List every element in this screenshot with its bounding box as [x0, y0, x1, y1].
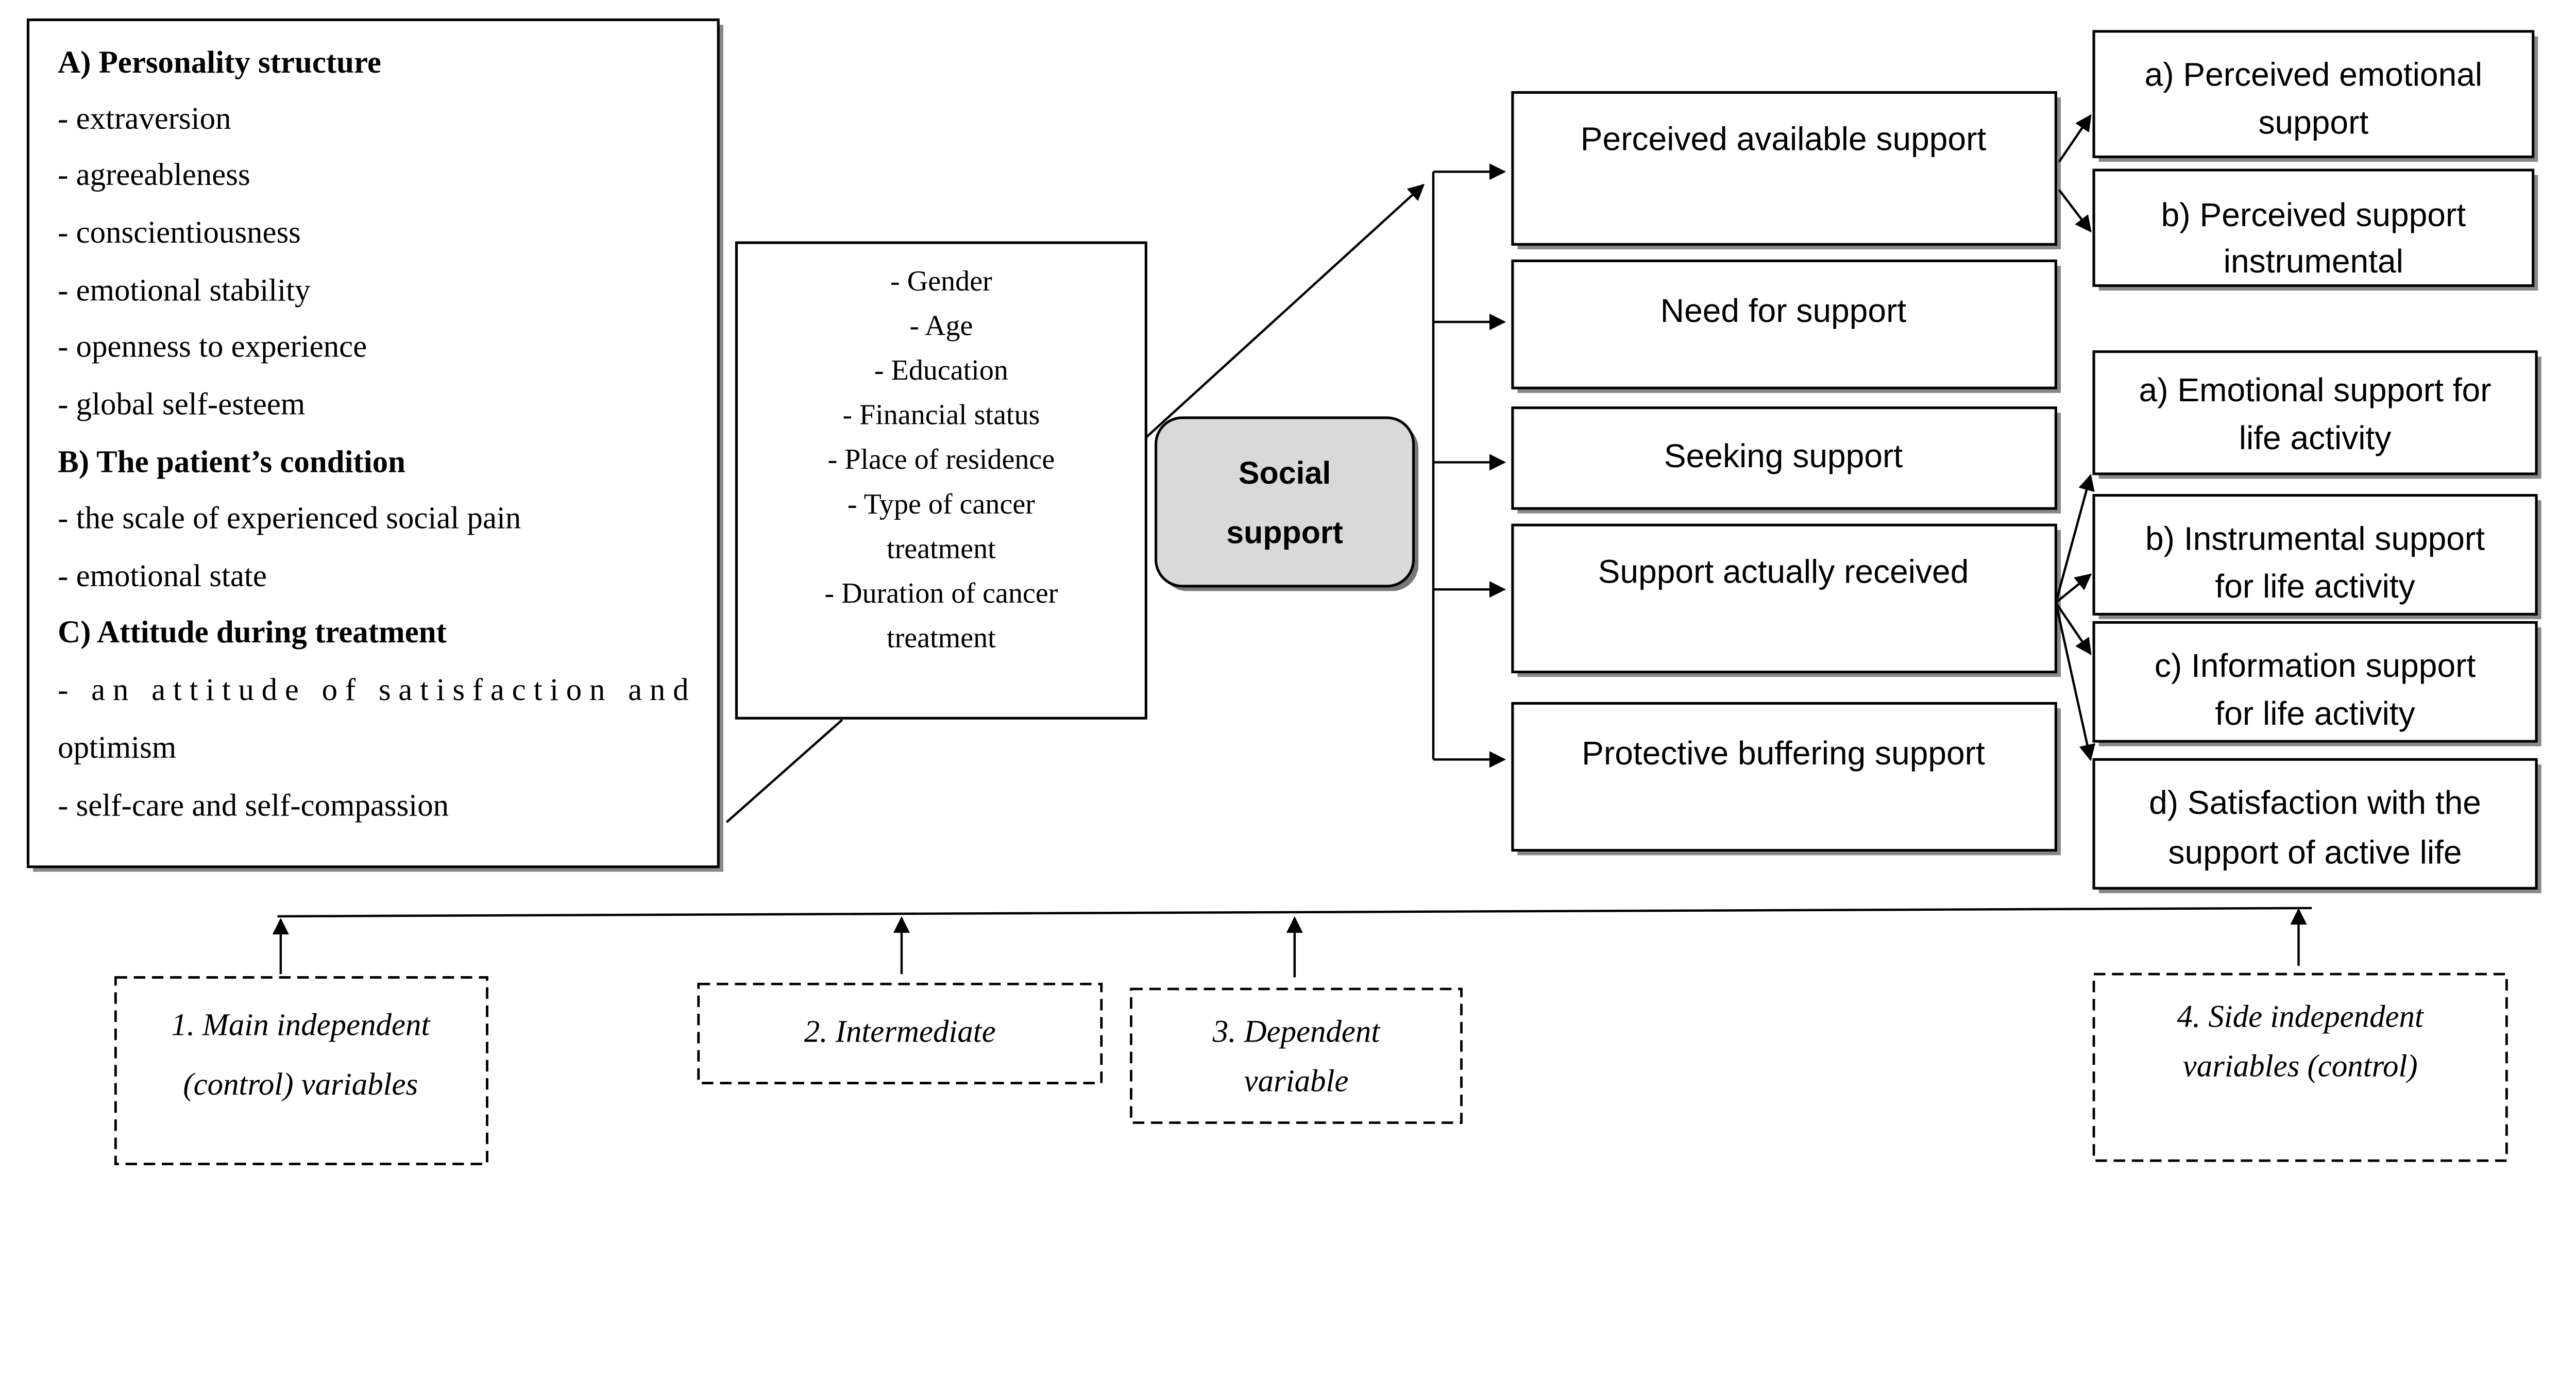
subtype-label: support: [2258, 104, 2368, 141]
sub-arrow: [2055, 602, 2092, 655]
legend-label: 4. Side independent: [2177, 1000, 2425, 1034]
heading-attitude: C) Attitude during treatment: [58, 615, 447, 650]
subtype-label: b) Instrumental support: [2145, 520, 2485, 557]
support-type-label: Seeking support: [1664, 437, 1903, 474]
list-item: treatment: [887, 622, 996, 654]
subtype-label: a) Emotional support for: [2139, 371, 2492, 408]
sub-arrow: [2055, 602, 2096, 761]
heading-condition: B) The patient’s condition: [58, 445, 405, 480]
sub-arrow: [2055, 573, 2092, 604]
list-item: - Type of cancer: [848, 488, 1035, 520]
list-item: - global self-esteem: [58, 387, 305, 421]
heading-personality: A) Personality structure: [58, 45, 381, 80]
main-variables-box: A) Personality structure - extraversion …: [26, 18, 723, 872]
legend-main-independent: 1. Main independent (control) variables: [114, 976, 488, 1166]
legend-arrows: [272, 908, 2307, 978]
subtype-label: b) Perceived support: [2161, 196, 2466, 233]
list-item: - Financial status: [842, 399, 1040, 431]
list-item: - openness to experience: [58, 329, 367, 364]
list-item: - the scale of experienced social pain: [58, 501, 521, 536]
subtype-label: life activity: [2239, 419, 2392, 456]
subtype-label: for life activity: [2215, 568, 2415, 605]
legend-label: variable: [1244, 1064, 1349, 1099]
sub-arrow: [2058, 114, 2092, 163]
list-item: - Duration of cancer: [824, 577, 1058, 609]
social-support-diagram: A) Personality structure - extraversion …: [26, 18, 2541, 1166]
list-item: treatment: [887, 533, 996, 565]
social-support-node: Social support: [1155, 416, 1419, 591]
legend-label: 3. Dependent: [1212, 1014, 1381, 1049]
list-item: - emotional state: [58, 559, 267, 593]
legend-label: 1. Main independent: [171, 1008, 431, 1043]
legend-label: (control) variables: [183, 1067, 418, 1102]
social-support-label: support: [1226, 515, 1343, 550]
subtype-label: d) Satisfaction with the: [2149, 784, 2481, 821]
subtype-label: support of active life: [2168, 833, 2462, 871]
support-type-label: Need for support: [1660, 292, 1907, 329]
connector-line: [725, 719, 843, 823]
branch-arrows: [1433, 163, 1506, 768]
support-type-label: Perceived available support: [1581, 121, 1987, 158]
subtype-label: a) Perceived emotional: [2145, 56, 2483, 93]
support-type-boxes: Perceived available support Need for sup…: [1511, 91, 2061, 856]
subtype-label: for life activity: [2215, 695, 2415, 732]
list-item: optimism: [58, 730, 176, 765]
support-type-label: Support actually received: [1598, 553, 1969, 590]
list-item: - Gender: [890, 265, 992, 297]
connector-arrow: [1145, 183, 1425, 439]
sub-arrow: [2055, 473, 2095, 603]
list-item: - self-care and self-compassion: [58, 788, 449, 823]
sub-arrow: [2058, 189, 2092, 233]
list-item: - conscientiousness: [58, 215, 301, 250]
list-item: - extraversion: [58, 101, 231, 136]
received-subtype-boxes: a) Emotional support for life activity b…: [2092, 350, 2541, 893]
list-item: - Education: [874, 354, 1008, 386]
legend-dependent: 3. Dependent variable: [1130, 987, 1463, 1124]
legend-intermediate: 2. Intermediate: [697, 982, 1103, 1084]
list-item: - emotional stability: [58, 273, 311, 308]
demographics-box: - Gender - Age - Education - Financial s…: [735, 241, 1147, 720]
subtype-label: instrumental: [2224, 243, 2403, 280]
legend-line: [277, 907, 2312, 918]
legend-label: 2. Intermediate: [804, 1014, 996, 1049]
social-support-shape: [1155, 416, 1415, 588]
legend-label: variables (control): [2183, 1049, 2418, 1084]
subtype-label: c) Information support: [2155, 647, 2476, 684]
list-item: - Age: [909, 310, 973, 342]
perceived-subtype-boxes: a) Perceived emotional support b) Percei…: [2092, 30, 2538, 291]
legend-side-independent: 4. Side independent variables (control): [2092, 973, 2508, 1162]
support-type-label: Protective buffering support: [1582, 735, 1985, 772]
social-support-label: Social: [1239, 455, 1331, 490]
list-item: - Place of residence: [828, 444, 1055, 475]
list-item: - agreeableness: [58, 158, 250, 192]
